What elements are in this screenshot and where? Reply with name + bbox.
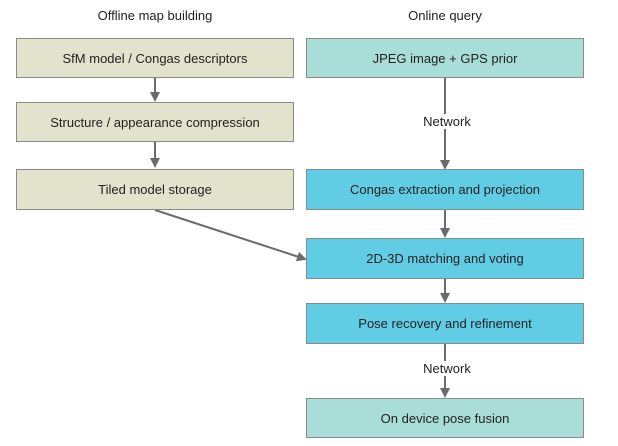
box-jpeg-input-label: JPEG image + GPS prior bbox=[372, 50, 518, 66]
box-tiled-storage-label: Tiled model storage bbox=[98, 182, 212, 197]
box-tiled-storage: Tiled model storage bbox=[16, 169, 294, 210]
box-sfm-model: SfM model / Congas descriptors bbox=[16, 38, 294, 78]
arrow-storage-to-matching bbox=[154, 209, 307, 262]
box-matching-voting: 2D-3D matching and voting bbox=[306, 238, 584, 279]
box-pose-recovery: Pose recovery and refinement bbox=[306, 303, 584, 344]
offline-column-title: Offline map building bbox=[97, 8, 213, 23]
box-pose-recovery-label: Pose recovery and refinement bbox=[358, 316, 532, 331]
network-label-2: Network bbox=[412, 361, 482, 376]
box-congas-extraction-label: Congas extraction and projection bbox=[349, 182, 541, 197]
network-label-1: Network bbox=[412, 114, 482, 129]
box-matching-voting-label: 2D-3D matching and voting bbox=[366, 251, 524, 266]
box-pose-fusion: On device pose fusion bbox=[306, 398, 584, 438]
box-compression-label: Structure / appearance compression bbox=[50, 114, 260, 130]
box-pose-fusion-label: On device pose fusion bbox=[380, 410, 510, 426]
box-congas-extraction: Congas extraction and projection bbox=[306, 169, 584, 210]
box-sfm-model-label: SfM model / Congas descriptors bbox=[62, 50, 248, 66]
box-jpeg-input: JPEG image + GPS prior bbox=[306, 38, 584, 78]
box-compression: Structure / appearance compression bbox=[16, 102, 294, 142]
online-column-title: Online query bbox=[408, 8, 482, 23]
